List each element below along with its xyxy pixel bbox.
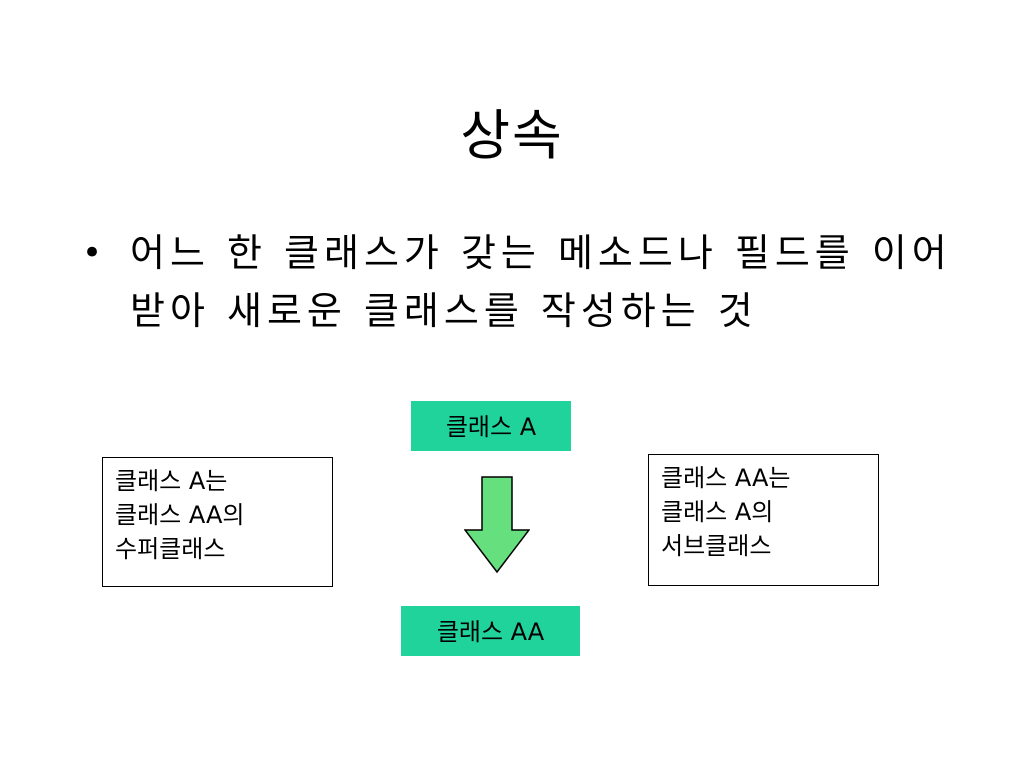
subclass-note-line: 서브클래스 bbox=[661, 532, 772, 560]
slide-title: 상속 bbox=[460, 104, 564, 167]
down-arrow-icon bbox=[464, 476, 530, 574]
class-aa-box: 클래스 AA bbox=[401, 606, 580, 656]
superclass-note-line: 클래스 A는 bbox=[115, 467, 228, 495]
superclass-note: 클래스 A는 클래스 AA의 수퍼클래스 bbox=[102, 457, 333, 587]
bullet-marker: • bbox=[82, 233, 108, 273]
bullet-list: • 어느 한 클래스가 갖는 메소드나 필드를 이어받아 새로운 클래스를 작성… bbox=[82, 224, 962, 340]
subclass-note-line: 클래스 AA는 bbox=[661, 464, 791, 492]
bullet-text: 어느 한 클래스가 갖는 메소드나 필드를 이어받아 새로운 클래스를 작성하는… bbox=[130, 231, 952, 333]
subclass-note: 클래스 AA는 클래스 A의 서브클래스 bbox=[648, 454, 879, 586]
down-arrow-shape bbox=[464, 476, 530, 574]
superclass-note-line: 수퍼클래스 bbox=[115, 535, 226, 563]
superclass-note-line: 클래스 AA의 bbox=[115, 501, 245, 529]
class-a-box: 클래스 A bbox=[411, 401, 571, 451]
subclass-note-line: 클래스 A의 bbox=[661, 498, 774, 526]
